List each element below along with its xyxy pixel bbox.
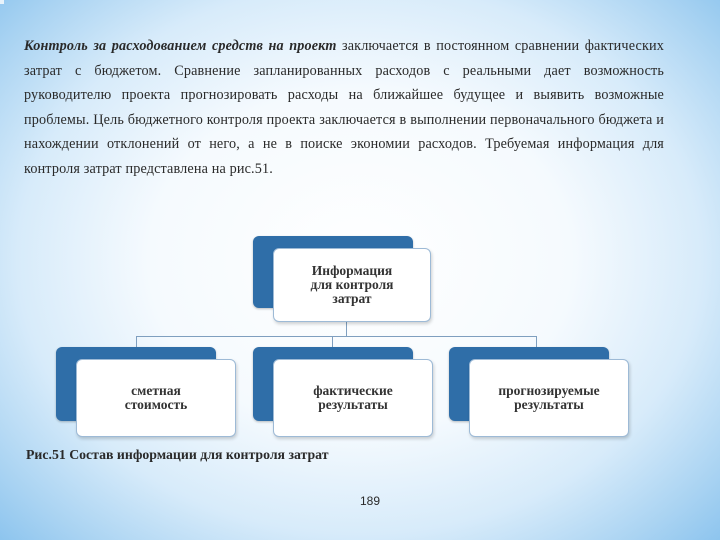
paragraph-lead: Контроль за расходованием средств на про… <box>24 38 337 54</box>
connector-root-stem <box>346 322 347 336</box>
child-box-1-label: сметная стоимость <box>76 359 236 437</box>
root-box-label: Информация для контроля затрат <box>273 248 431 322</box>
child-box-2-label: фактические результаты <box>273 359 433 437</box>
diagram-root-box: Информация для контроля затрат <box>253 236 433 324</box>
diagram-child-box-2: фактические результаты <box>253 347 435 439</box>
body-paragraph: Контроль за расходованием средств на про… <box>24 34 664 182</box>
diagram-child-box-1: сметная стоимость <box>56 347 238 439</box>
connector-horizontal <box>136 336 536 337</box>
diagram-child-box-3: прогнозируемые результаты <box>449 347 631 439</box>
figure-caption: Рис.51 Состав информации для контроля за… <box>26 447 329 462</box>
page-number: 189 <box>360 494 381 508</box>
paragraph-text: заключается в постоянном сравнении факти… <box>24 38 664 177</box>
child-box-3-label: прогнозируемые результаты <box>469 359 629 437</box>
slide-corner-mark <box>0 0 4 4</box>
